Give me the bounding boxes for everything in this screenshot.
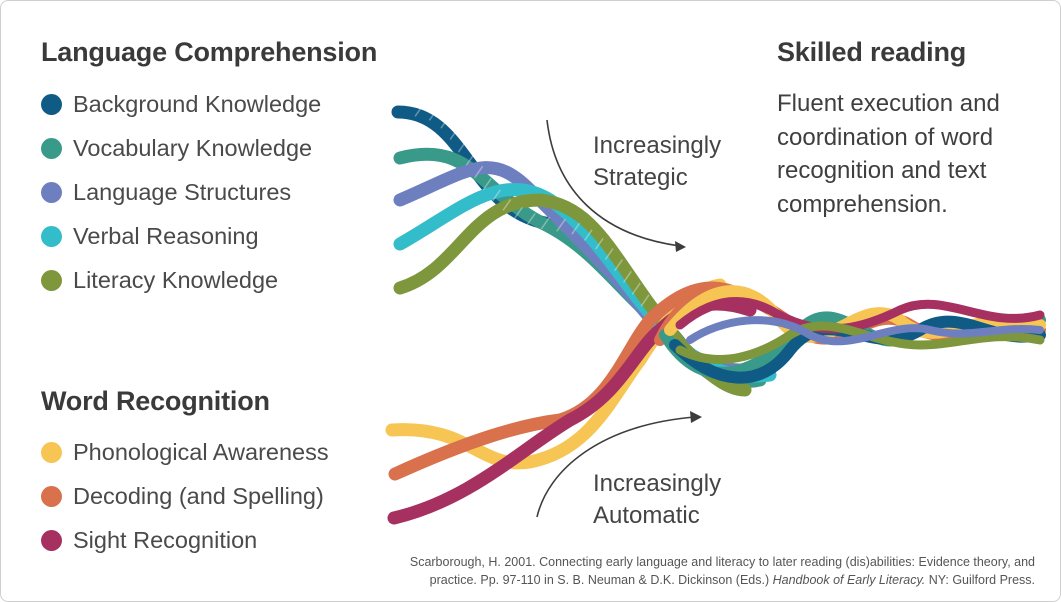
list-item: Phonological Awareness xyxy=(41,430,329,474)
annotation-arrows xyxy=(536,119,696,518)
word-recognition-list: Phonological Awareness Decoding (and Spe… xyxy=(41,430,329,562)
skilled-reading-rope xyxy=(654,285,1046,384)
phonological-awareness-dot-icon xyxy=(41,441,62,463)
book-title: Handbook of Early Literacy. xyxy=(772,573,926,587)
list-item: Verbal Reasoning xyxy=(41,214,321,258)
list-item: Language Structures xyxy=(41,170,321,214)
language-structures-dot-icon xyxy=(41,181,62,203)
decoding-dot-icon xyxy=(41,485,62,507)
literacy-knowledge-dot-icon xyxy=(41,269,62,291)
skilled-reading-title: Skilled reading xyxy=(777,37,967,67)
verbal-reasoning-dot-icon xyxy=(41,225,62,247)
strategic-arrow xyxy=(546,119,681,247)
vocabulary-knowledge-dot-icon xyxy=(41,137,62,159)
skilled-reading-description: Fluent execution and coordination of wor… xyxy=(777,90,1000,218)
automatic-arrow-head xyxy=(690,411,702,423)
list-item: Vocabulary Knowledge xyxy=(41,126,321,170)
list-item: Background Knowledge xyxy=(41,82,321,126)
background-knowledge-dot-icon xyxy=(41,93,62,115)
list-item: Literacy Knowledge xyxy=(41,258,321,302)
strategic-arrow-head xyxy=(675,241,686,252)
list-item: Decoding (and Spelling) xyxy=(41,474,329,518)
word-recognition-title: Word Recognition xyxy=(41,386,270,416)
list-item: Sight Recognition xyxy=(41,518,329,562)
increasingly-automatic-label: Increasingly Automatic xyxy=(593,470,722,529)
automatic-arrow xyxy=(536,416,696,518)
increasingly-strategic-label: Increasingly Strategic xyxy=(593,132,722,191)
language-comprehension-list: Background Knowledge Vocabulary Knowledg… xyxy=(41,82,321,302)
sight-recognition-dot-icon xyxy=(41,529,62,551)
language-comprehension-title: Language Comprehension xyxy=(41,37,378,67)
citation: Scarborough, H. 2001. Connecting early l… xyxy=(409,555,1035,587)
